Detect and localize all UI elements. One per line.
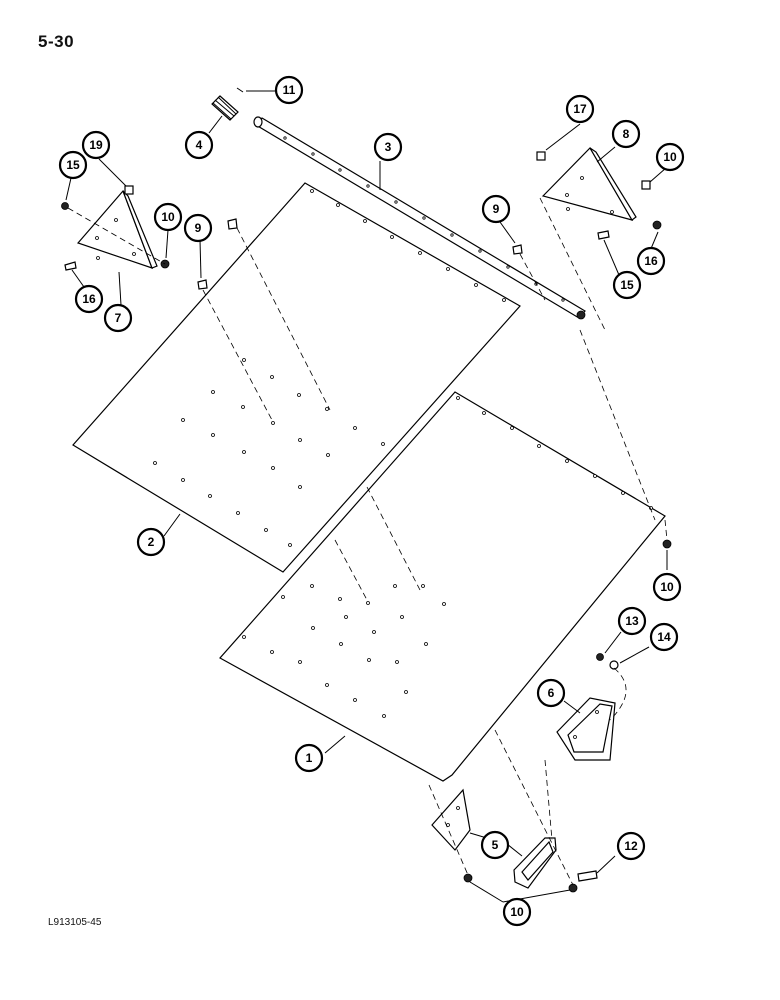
callout-16-right: 16	[636, 246, 666, 276]
figure-code: L913105-45	[48, 917, 102, 928]
svg-text:3: 3	[385, 140, 392, 154]
upper-panel-part	[72, 182, 521, 573]
page-number: 5-30	[38, 32, 75, 51]
callout-9-left: 9	[183, 213, 213, 243]
right-bracket-part	[541, 147, 637, 221]
callout-10-left: 10	[153, 202, 183, 232]
svg-text:10: 10	[663, 150, 677, 164]
svg-text:7: 7	[115, 311, 122, 325]
callout-5: 5	[480, 830, 510, 860]
bracket-6-part	[556, 697, 616, 761]
callout-15-left: 15	[58, 150, 88, 180]
svg-text:4: 4	[196, 138, 203, 152]
callout-10-top-right: 10	[655, 142, 685, 172]
callout-10-bottom: 10	[502, 897, 532, 927]
svg-text:6: 6	[548, 686, 555, 700]
pin-11-part	[236, 87, 244, 93]
callout-17: 17	[565, 94, 595, 124]
svg-text:10: 10	[510, 905, 524, 919]
rod-holes	[283, 136, 565, 302]
svg-text:1: 1	[306, 751, 313, 765]
callout-14: 14	[649, 622, 679, 652]
bracket-5-part	[431, 788, 557, 889]
callout-15-right: 15	[612, 270, 642, 300]
callout-10-mid-right: 10	[652, 572, 682, 602]
callout-8: 8	[611, 119, 641, 149]
svg-text:9: 9	[195, 221, 202, 235]
svg-text:10: 10	[660, 580, 674, 594]
lower-panel-holes	[242, 396, 653, 718]
callout-12: 12	[616, 831, 646, 861]
assembly-dash-lines	[67, 197, 668, 886]
callout-2: 2	[136, 527, 166, 557]
svg-text:14: 14	[657, 630, 671, 644]
callout-4: 4	[184, 130, 214, 160]
svg-text:12: 12	[624, 839, 638, 853]
callout-13: 13	[617, 606, 647, 636]
svg-text:11: 11	[283, 83, 296, 97]
callout-1: 1	[294, 743, 324, 773]
callout-3: 3	[373, 132, 403, 162]
svg-text:19: 19	[89, 138, 103, 152]
spring-part	[211, 95, 239, 121]
svg-text:10: 10	[161, 210, 175, 224]
callout-19: 19	[81, 130, 111, 160]
hinge-rod-part	[253, 116, 586, 320]
svg-text:15: 15	[66, 158, 80, 172]
callout-9-right: 9	[481, 194, 511, 224]
svg-text:15: 15	[620, 278, 634, 292]
svg-text:17: 17	[573, 102, 587, 116]
svg-text:16: 16	[644, 254, 658, 268]
lower-panel-part	[219, 391, 666, 782]
callout-6: 6	[536, 678, 566, 708]
callout-7: 7	[103, 303, 133, 333]
svg-text:5: 5	[492, 838, 499, 852]
upper-panel-holes	[153, 189, 506, 547]
svg-text:9: 9	[493, 202, 500, 216]
hardware-fasteners	[61, 151, 672, 893]
left-bracket-part	[76, 189, 158, 269]
callout-11: 11	[274, 75, 304, 105]
svg-text:16: 16	[82, 292, 96, 306]
callout-16-left: 16	[74, 284, 104, 314]
callout-leaders	[65, 90, 668, 903]
svg-text:8: 8	[623, 127, 630, 141]
svg-text:13: 13	[625, 614, 639, 628]
svg-text:2: 2	[148, 535, 155, 549]
